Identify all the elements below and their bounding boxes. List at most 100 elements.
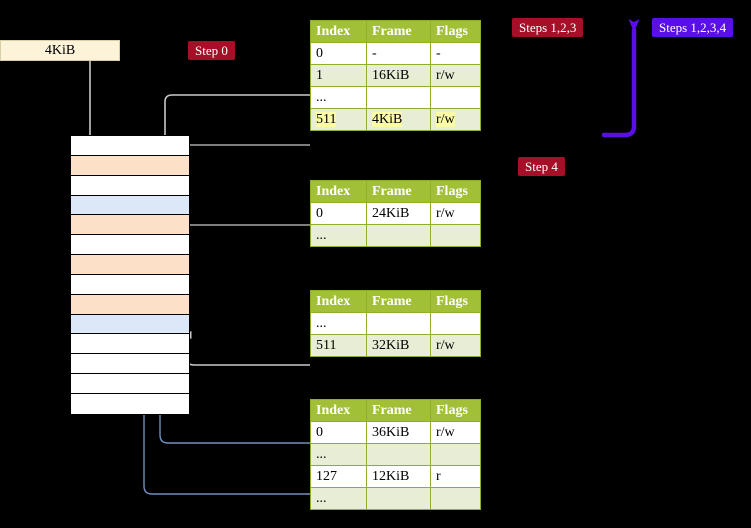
cell-index: ... xyxy=(310,224,367,247)
table-row[interactable]: 0 24KiB r/w xyxy=(310,202,481,225)
cell-frame xyxy=(366,86,431,109)
cell-index: 511 xyxy=(310,334,367,357)
cell-value: 1 xyxy=(316,67,323,83)
cell-value: 511 xyxy=(316,111,337,127)
cell-value: r/w xyxy=(436,424,455,440)
cell-value: 511 xyxy=(316,337,337,353)
cell-index: ... xyxy=(310,487,367,510)
memory-block-row xyxy=(71,235,189,256)
cell-flags: r/w xyxy=(430,421,481,444)
cell-flags xyxy=(430,224,481,247)
cell-value: 127 xyxy=(316,468,337,484)
memory-block-row xyxy=(71,175,189,196)
column-header-index: Index xyxy=(310,290,367,313)
memory-block-row xyxy=(71,393,189,414)
cell-frame: 12KiB xyxy=(366,465,431,488)
cell-frame xyxy=(366,443,431,466)
badge-steps-123-label: Steps 1,2,3 xyxy=(519,19,577,35)
cell-flags xyxy=(430,86,481,109)
badge-step-0: Step 0 xyxy=(188,41,235,60)
cell-frame: - xyxy=(366,42,431,65)
cell-value: r/w xyxy=(436,337,455,353)
table-row[interactable]: 127 12KiB r xyxy=(310,465,481,488)
column-header-frame: Frame xyxy=(366,399,431,422)
cell-frame: 32KiB xyxy=(366,334,431,357)
cell-index: ... xyxy=(310,86,367,109)
table-row[interactable]: 1 16KiB r/w xyxy=(310,64,481,87)
cell-value: 0 xyxy=(316,424,323,440)
table-row[interactable]: ... xyxy=(310,86,481,109)
cell-value: r/w xyxy=(436,111,455,127)
connector-table2-row511-to-block xyxy=(183,331,310,366)
cell-flags xyxy=(430,487,481,510)
cell-value: - xyxy=(436,45,441,61)
cell-value: - xyxy=(372,45,377,61)
column-header-flags: Flags xyxy=(430,399,481,422)
cell-index: 511 xyxy=(310,108,367,131)
cell-value: 16KiB xyxy=(372,67,410,83)
cell-value: r xyxy=(436,468,441,484)
memory-block-row xyxy=(71,374,189,394)
cell-flags: r/w xyxy=(430,202,481,225)
cell-flags: r xyxy=(430,465,481,488)
memory-block-row xyxy=(71,136,189,156)
cell-value: 12KiB xyxy=(372,468,410,484)
cell-value: ... xyxy=(316,315,327,331)
cell-frame: 24KiB xyxy=(366,202,431,225)
badge-steps-1234-label: Steps 1,2,3,4 xyxy=(659,19,727,35)
cell-flags: r/w xyxy=(430,334,481,357)
table-row[interactable]: 0 - - xyxy=(310,42,481,65)
memory-block-row xyxy=(71,334,189,355)
cell-index: 0 xyxy=(310,202,367,225)
cell-frame xyxy=(366,224,431,247)
table-row[interactable]: ... xyxy=(310,224,481,247)
table-row[interactable]: ... xyxy=(310,443,481,466)
cell-index: 0 xyxy=(310,42,367,65)
badge-step-4: Step 4 xyxy=(518,157,565,176)
cell-value: 0 xyxy=(316,205,323,221)
column-header-frame: Frame xyxy=(366,180,431,203)
cell-flags: - xyxy=(430,42,481,65)
memory-block-row xyxy=(71,314,189,335)
memory-block-row xyxy=(71,294,189,315)
badge-step-4-label: Step 4 xyxy=(525,158,558,174)
cell-frame: 16KiB xyxy=(366,64,431,87)
banner-4kib-label: 4KiB xyxy=(44,42,76,58)
memory-block-row xyxy=(71,274,189,295)
cell-index: ... xyxy=(310,443,367,466)
cell-index: ... xyxy=(310,312,367,335)
cell-value: 0 xyxy=(316,45,323,61)
cell-frame: 4KiB xyxy=(366,108,431,131)
column-header-frame: Frame xyxy=(366,20,431,43)
memory-block-row xyxy=(71,155,189,176)
cell-index: 127 xyxy=(310,465,367,488)
cell-index: 1 xyxy=(310,64,367,87)
memory-block-row xyxy=(71,195,189,216)
cell-flags: r/w xyxy=(430,108,481,131)
table-row[interactable]: 0 36KiB r/w xyxy=(310,421,481,444)
cell-value: r/w xyxy=(436,205,455,221)
table-row[interactable]: 511 4KiB r/w xyxy=(310,108,481,131)
cell-value: 24KiB xyxy=(372,205,410,221)
column-header-flags: Flags xyxy=(430,180,481,203)
badge-step-0-label: Step 0 xyxy=(195,42,228,58)
cell-value: 32KiB xyxy=(372,337,410,353)
table-row[interactable]: 511 32KiB r/w xyxy=(310,334,481,357)
physical-memory-blocks xyxy=(70,135,190,415)
badge-steps-123: Steps 1,2,3 xyxy=(512,18,584,37)
cell-value: ... xyxy=(316,490,327,506)
cell-value: ... xyxy=(316,89,327,105)
cell-index: 0 xyxy=(310,421,367,444)
table-row[interactable]: ... xyxy=(310,487,481,510)
badge-steps-1234: Steps 1,2,3,4 xyxy=(652,18,734,37)
memory-block-row xyxy=(71,215,189,236)
cell-frame xyxy=(366,312,431,335)
cell-frame xyxy=(366,487,431,510)
cell-flags: r/w xyxy=(430,64,481,87)
table-row[interactable]: ... xyxy=(310,312,481,335)
cell-frame: 36KiB xyxy=(366,421,431,444)
